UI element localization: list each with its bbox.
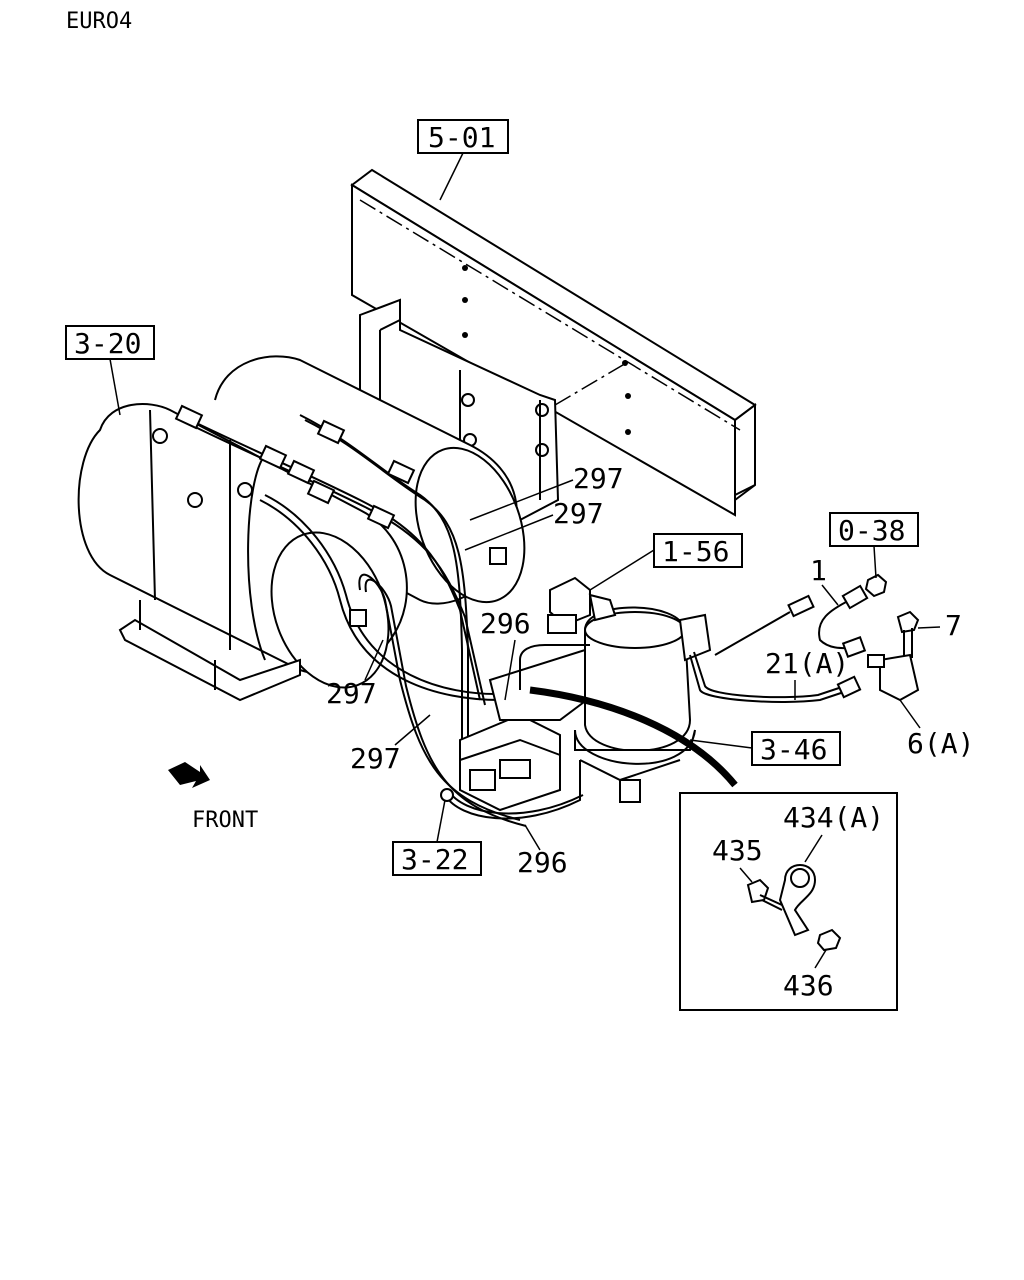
ref-box-3-22: 3-22 (392, 799, 482, 876)
line-296 (519, 644, 590, 690)
part-297-lower: 297 (350, 742, 401, 775)
leader-297-upper (469, 479, 574, 521)
tank-mount-plate (118, 600, 301, 702)
part-297-left: 297 (326, 677, 377, 710)
bracket-6a (867, 653, 920, 702)
ref-3-20-label: 3-20 (74, 327, 141, 360)
leader-434a (804, 834, 823, 863)
air-dryer (574, 606, 712, 803)
front-label: FRONT (192, 808, 258, 833)
front-arrow-icon (168, 762, 210, 788)
nut-0-38 (864, 573, 888, 598)
detail-box (679, 792, 898, 1011)
ref-1-56-label: 1-56 (662, 535, 729, 568)
leader-1 (821, 584, 839, 606)
ref-box-5-01: 5-01 (417, 119, 509, 201)
ref-box-0-38: 0-38 (829, 512, 919, 579)
ref-box-3-46: 3-46 (689, 731, 841, 766)
valve-manifold (440, 648, 602, 812)
frame-rail (350, 168, 757, 517)
part-435: 435 (712, 834, 763, 867)
air-pipes (179, 414, 584, 827)
air-tank-front (77, 403, 408, 689)
part-296-upper: 296 (480, 607, 531, 640)
line-1 (714, 584, 869, 658)
line-21a (689, 651, 862, 703)
ref-box-3-20: 3-20 (65, 325, 155, 416)
variant-label: EURO4 (66, 9, 132, 34)
leader-297-lower (394, 714, 431, 746)
part-436: 436 (783, 969, 834, 1002)
solenoid-valve (547, 576, 617, 634)
part-7: 7 (945, 609, 962, 642)
leader-297-second (464, 514, 554, 551)
part-6a: 6(A) (907, 727, 974, 760)
part-434a: 434(A) (783, 801, 884, 834)
ref-0-38-label: 0-38 (838, 514, 905, 547)
leader-6a (899, 699, 921, 729)
leader-296-lower (524, 824, 541, 851)
bolt-7 (896, 610, 920, 660)
dryer-hose (529, 686, 738, 788)
leader-296-upper (504, 639, 516, 701)
leader-7 (917, 626, 941, 629)
part-1: 1 (810, 554, 827, 587)
ref-3-22-label: 3-22 (401, 843, 468, 876)
part-21a: 21(A) (765, 647, 849, 680)
ref-5-01-label: 5-01 (428, 121, 495, 154)
ref-3-46-label: 3-46 (760, 733, 827, 766)
pipe-fittings (174, 404, 507, 627)
ref-box-1-56: 1-56 (589, 533, 743, 591)
leader-435 (739, 867, 753, 883)
part-297-upper: 297 (573, 462, 624, 495)
part-297-second: 297 (553, 497, 604, 530)
leader-297-left (364, 639, 384, 681)
part-296-lower: 296 (517, 846, 568, 879)
leader-436 (814, 949, 827, 969)
